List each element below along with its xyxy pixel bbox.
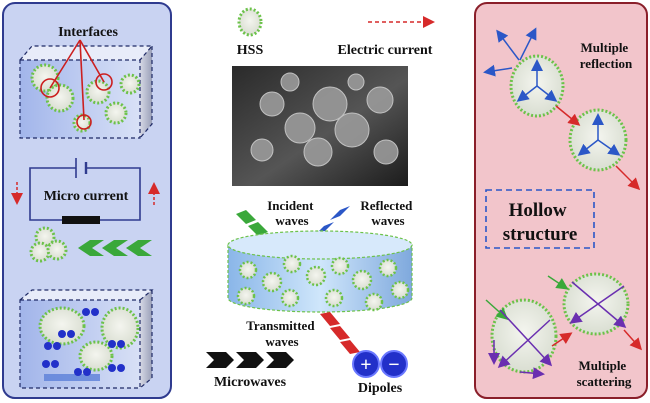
hss-sphere bbox=[34, 226, 56, 248]
hss-legend-icon bbox=[237, 7, 263, 37]
hss-sphere bbox=[85, 79, 111, 105]
resistor-icon bbox=[62, 216, 100, 224]
hss-sphere bbox=[119, 73, 141, 95]
hss-sphere bbox=[100, 306, 140, 350]
hollow-structure-box bbox=[485, 189, 595, 249]
interface-pointers bbox=[40, 39, 113, 130]
hollow-structure-label: Hollow structure bbox=[503, 200, 578, 245]
multiple-scattering-label: Multiple scattering bbox=[577, 358, 632, 389]
reflection-arrows bbox=[483, 27, 641, 191]
interfaces-label: Interfaces bbox=[58, 25, 118, 40]
center-section: HSS Electric current bbox=[206, 7, 435, 396]
electric-current-legend-label: Electric current bbox=[338, 43, 433, 58]
hss-sphere bbox=[38, 306, 86, 346]
positive-charge-icon bbox=[352, 350, 380, 378]
incoming-wave-chevrons-left bbox=[78, 240, 152, 256]
hss-sphere bbox=[78, 340, 114, 372]
minus-sign: − bbox=[388, 354, 399, 376]
transmitted-waves-label: Transmitted waves bbox=[246, 318, 318, 349]
left-panel: Interfaces Micro current bbox=[2, 2, 172, 399]
hss-legend-label: HSS bbox=[237, 43, 264, 58]
transmitted-wave-arrow bbox=[320, 312, 360, 354]
hss-sphere bbox=[46, 239, 68, 261]
right-panel: Multiple reflection Hollow structure bbox=[474, 2, 648, 399]
cylinder-spheres bbox=[236, 254, 410, 312]
micro-current-label: Micro current bbox=[44, 189, 129, 204]
sem-micrograph bbox=[232, 66, 408, 186]
incident-waves-label: Incident waves bbox=[267, 198, 316, 228]
microwaves-label: Microwaves bbox=[214, 375, 287, 390]
dipole-pair bbox=[42, 308, 125, 376]
dipoles-label: Dipoles bbox=[358, 381, 403, 396]
hss-sphere bbox=[104, 101, 128, 125]
hss-sphere bbox=[29, 241, 51, 263]
hss-sphere bbox=[45, 83, 75, 113]
sphere-cluster bbox=[29, 226, 68, 263]
dipole-legend: + − bbox=[352, 350, 408, 378]
scattering-arrows bbox=[485, 275, 642, 380]
plus-sign: + bbox=[360, 354, 371, 376]
interface-spheres bbox=[30, 63, 141, 133]
dipole-pairs-small bbox=[42, 308, 125, 376]
microwave-chevrons bbox=[206, 352, 294, 368]
micro-current-circuit bbox=[11, 158, 160, 224]
multiple-reflection-label: Multiple reflection bbox=[580, 40, 633, 71]
reflected-waves-label: Reflected waves bbox=[360, 198, 415, 228]
negative-charge-icon bbox=[380, 350, 408, 378]
